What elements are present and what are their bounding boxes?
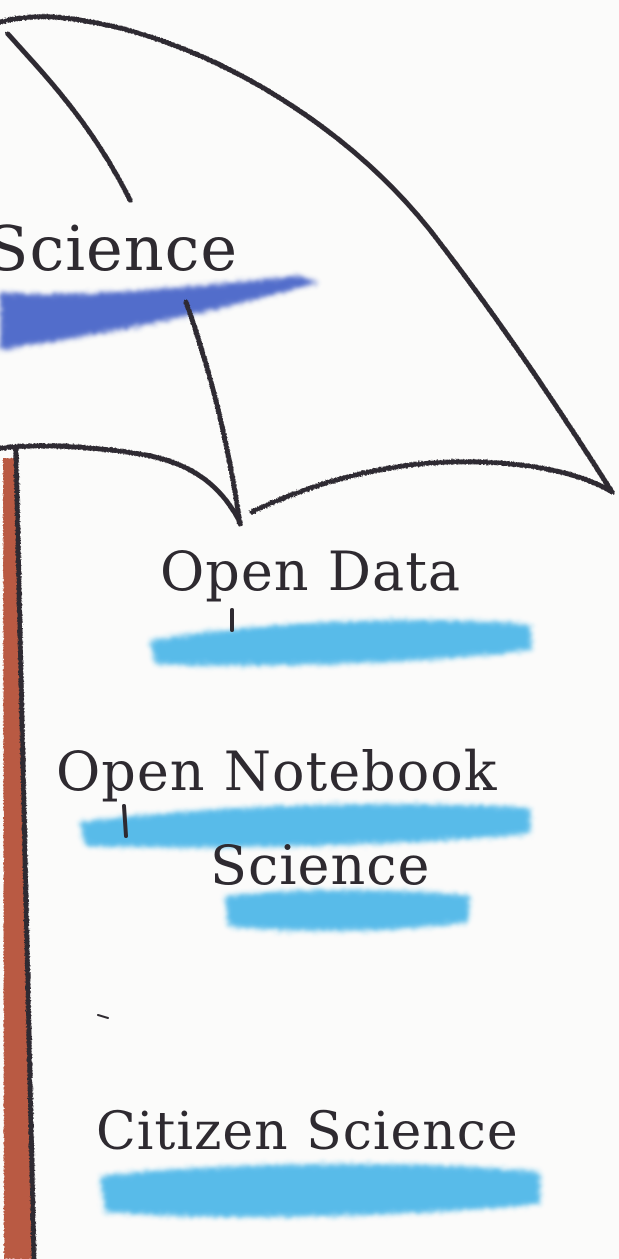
umbrella-label-science: Science <box>0 212 239 285</box>
citizen-science-highlight-band <box>100 1164 540 1218</box>
item-label-open-data: Open Data <box>160 540 462 603</box>
open-data-highlight-band <box>150 619 532 666</box>
science-highlight-band <box>0 276 318 350</box>
item-label-open-notebook-line1: Open Notebook <box>56 740 498 803</box>
open-notebook-stroke <box>122 804 128 838</box>
umbrella-canopy <box>0 14 615 527</box>
umbrella-handle <box>3 447 37 1259</box>
item-label-open-notebook-line2: Science <box>210 834 431 897</box>
notebook-science-highlight-band <box>225 890 470 931</box>
open-notebook-highlight-band <box>80 804 530 848</box>
stray-mark <box>97 1014 109 1019</box>
item-label-citizen-science: Citizen Science <box>96 1102 519 1162</box>
